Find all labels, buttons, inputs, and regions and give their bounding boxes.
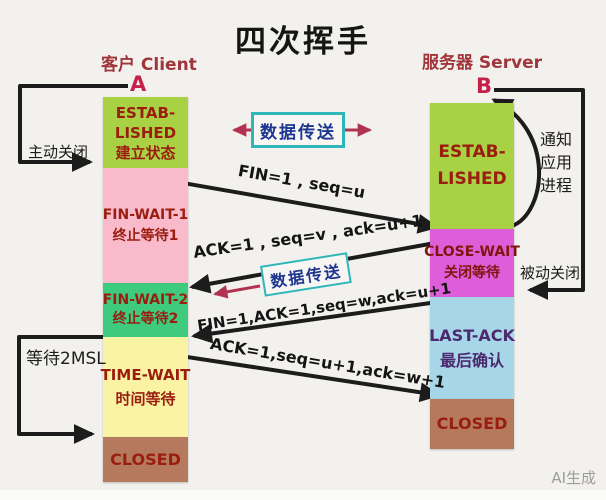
client-state-fin-wait-2: FIN-WAIT-2 终止等待2: [103, 283, 188, 337]
server-header: 服务器 Server: [422, 53, 543, 73]
state-label: ESTAB-: [438, 142, 506, 162]
state-label-zh: 最后确认: [439, 351, 504, 370]
server-state-close-wait: CLOSE-WAIT 关闭等待: [424, 229, 520, 297]
annotation-passive-close: 被动关闭: [520, 264, 581, 282]
message-label-fin-ack: FIN=1,ACK=1,seq=w,ack=u+1: [196, 279, 453, 335]
data-transfer-2-left-arrow: [212, 284, 261, 299]
annotation-line: 通知: [540, 130, 573, 149]
state-label-zh: 时间等待: [115, 390, 176, 408]
state-label-zh: 关闭等待: [444, 265, 500, 281]
state-label-zh: 终止等待1: [112, 227, 179, 244]
server-state-closed: CLOSED: [430, 399, 514, 449]
client-endpoint-label: A: [130, 72, 147, 96]
data-transfer-box-2: 数据传送: [260, 252, 352, 297]
message-label-ack: ACK=1 , seq=v , ack=u+1: [192, 210, 424, 262]
server-endpoint-label: B: [476, 74, 493, 98]
state-label: ESTAB-: [115, 103, 176, 122]
ai-watermark: AI生成: [551, 469, 596, 487]
state-label: LISHED: [114, 123, 177, 142]
state-label: FIN-WAIT-2: [102, 292, 189, 308]
annotation-line: 应用: [540, 153, 573, 172]
client-state-closed: CLOSED: [103, 437, 188, 482]
state-label: CLOSED: [110, 449, 181, 469]
bottom-strip: [0, 490, 606, 500]
state-label: LAST-ACK: [429, 326, 515, 345]
annotation-active-close: 主动关闭: [28, 143, 89, 161]
server-state-established: ESTAB- LISHED: [430, 103, 514, 229]
state-label-zh: 终止等待2: [112, 311, 179, 327]
state-label: CLOSE-WAIT: [424, 244, 520, 260]
server-state-last-ack: LAST-ACK 最后确认: [429, 297, 515, 399]
state-label: CLOSED: [436, 414, 508, 433]
annotation-notify-app: 通知 应用 进程: [540, 128, 572, 197]
annotation-wait-2msl: 等待2MSL: [26, 349, 106, 369]
client-state-fin-wait-1: FIN-WAIT-1 终止等待1: [103, 168, 188, 283]
client-state-established: ESTAB- LISHED 建立状态: [103, 97, 188, 168]
annotation-line: 进程: [540, 176, 573, 195]
state-label-zh: 建立状态: [115, 143, 176, 162]
client-state-time-wait: TIME-WAIT 时间等待: [100, 337, 191, 437]
message-label-fin: FIN=1 , seq=u: [236, 161, 367, 203]
data-transfer-box-1: 数据传送: [251, 112, 345, 148]
state-label: TIME-WAIT: [100, 366, 191, 384]
page-title: 四次挥手: [235, 24, 371, 60]
message-label-final-ack: ACK=1,seq=u+1,ack=w+1: [208, 334, 447, 393]
state-label: FIN-WAIT-1: [102, 206, 189, 223]
state-label: LISHED: [437, 169, 507, 189]
client-header: 客户 Client: [101, 55, 197, 75]
